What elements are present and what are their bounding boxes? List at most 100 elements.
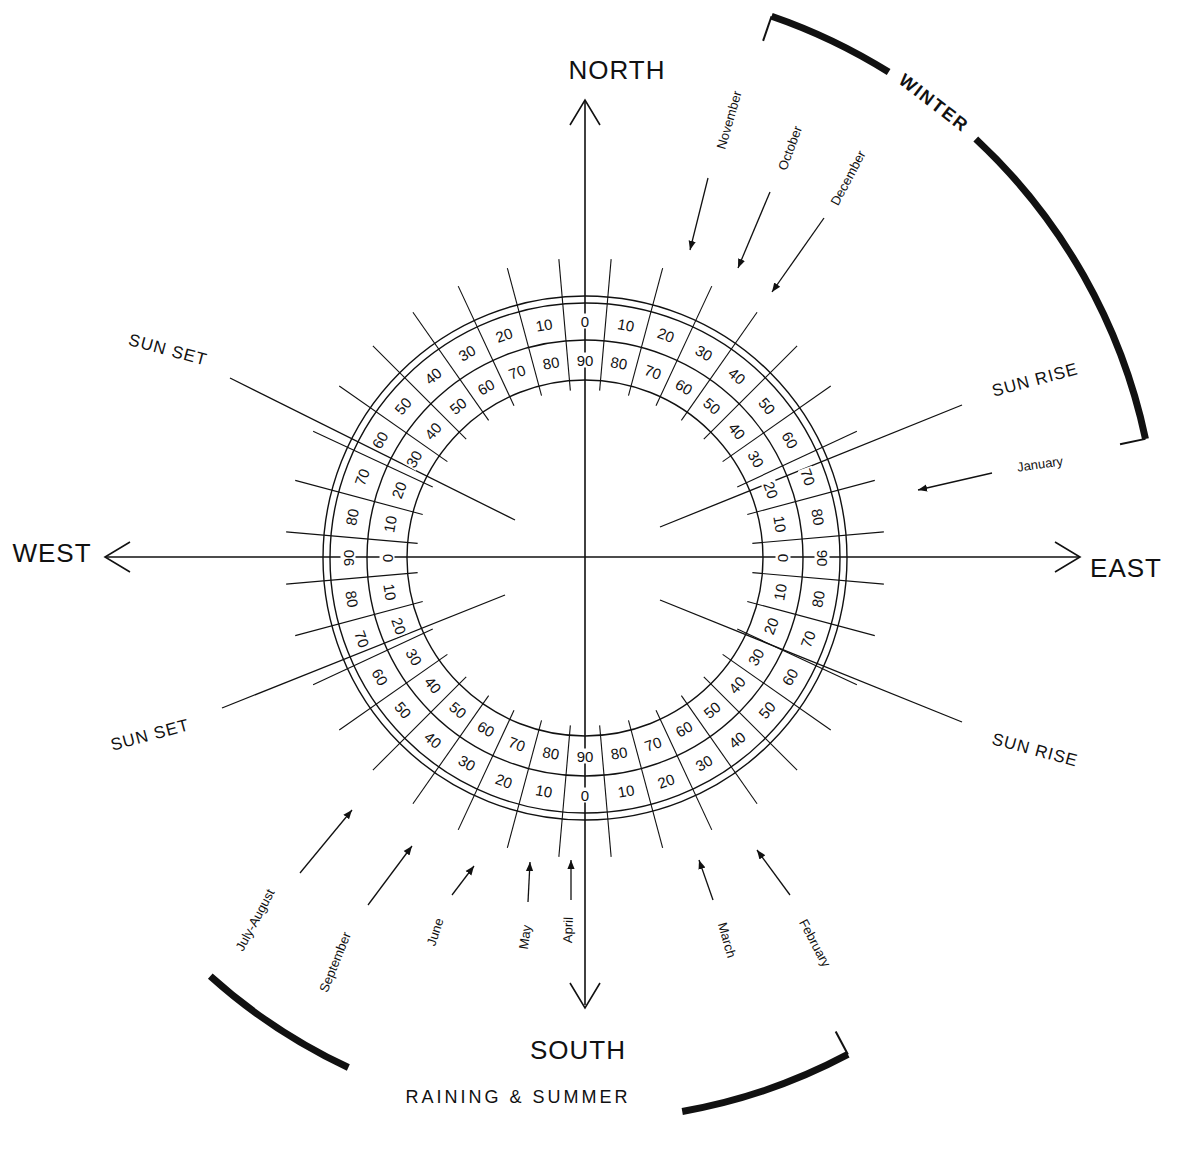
compass-arrowhead <box>105 542 130 572</box>
outer-scale-number: 70 <box>797 466 817 489</box>
bearing-tick <box>559 725 571 856</box>
outer-scale-number: 20 <box>493 325 516 345</box>
month-arrow <box>699 860 713 900</box>
outer-scale-number: 40 <box>725 365 749 389</box>
outer-scale-number: 20 <box>655 325 678 345</box>
compass-arrowhead <box>570 100 600 125</box>
outer-scale-number: 80 <box>343 589 361 610</box>
outer-scale-number: 80 <box>809 589 827 610</box>
month-arrow <box>690 178 708 250</box>
compass-label: SOUTH <box>530 1037 626 1063</box>
bearing-tick <box>339 386 447 462</box>
month-label: June <box>424 917 445 948</box>
compass-arrowhead <box>570 983 600 1008</box>
outer-scale-number: 20 <box>493 770 516 790</box>
outer-scale-number: 0 <box>580 314 590 329</box>
inner-scale-number: 70 <box>641 734 664 754</box>
inner-scale-number: 20 <box>761 479 781 502</box>
month-label: March <box>716 921 738 959</box>
month-arrow <box>738 192 770 268</box>
compass-axis <box>105 556 1080 558</box>
inner-scale-number: 80 <box>609 354 630 372</box>
outer-scale-number: 70 <box>352 466 372 489</box>
month-label: April <box>561 917 575 943</box>
outer-scale-number: 90 <box>341 549 356 568</box>
month-label: September <box>317 930 353 994</box>
month-arrow <box>772 218 824 292</box>
month-arrow <box>757 850 790 895</box>
bearing-tick <box>373 346 466 439</box>
outer-scale-number: 50 <box>755 394 779 418</box>
inner-scale-number: 20 <box>389 479 409 502</box>
inner-scale-number: 90 <box>576 353 595 368</box>
outer-scale-number: 20 <box>655 770 678 790</box>
bearing-tick <box>704 346 797 439</box>
bearing-tick <box>600 725 612 856</box>
inner-scale-number: 60 <box>474 718 498 740</box>
month-arrow <box>918 473 992 490</box>
bearing-tick <box>600 259 612 390</box>
bearing-tick <box>413 312 489 420</box>
inner-scale-number: 80 <box>540 744 561 762</box>
inner-scale-number: 30 <box>402 645 424 669</box>
outer-scale-number: 50 <box>755 698 779 722</box>
inner-scale-number: 40 <box>422 419 446 443</box>
outer-scale-number: 40 <box>421 728 445 752</box>
bearing-tick <box>752 573 883 585</box>
inner-scale-number: 10 <box>381 582 399 603</box>
inner-scale-number: 20 <box>761 614 781 637</box>
bearing-tick <box>413 696 489 804</box>
outer-scale-number: 40 <box>421 365 445 389</box>
month-label: December <box>828 148 868 207</box>
month-label: October <box>776 124 804 172</box>
compass-label: EAST <box>1090 555 1162 581</box>
inner-scale-number: 60 <box>672 718 696 740</box>
bearing-tick <box>286 573 417 585</box>
inner-scale-number: 40 <box>422 673 446 697</box>
outer-scale-number: 10 <box>616 316 637 334</box>
sun-ray-line <box>230 378 515 520</box>
season-band <box>973 136 1149 439</box>
inner-scale-number: 30 <box>745 447 767 471</box>
outer-scale-number: 30 <box>455 342 479 364</box>
outer-scale-number: 70 <box>797 628 817 651</box>
month-arrow <box>368 846 412 905</box>
outer-scale-number: 80 <box>343 506 361 527</box>
inner-scale-number: 0 <box>380 553 395 563</box>
bearing-tick <box>704 677 797 770</box>
inner-scale-number: 10 <box>381 513 399 534</box>
sun-rise-label: SUN RISE <box>990 360 1080 399</box>
bearing-tick <box>752 532 883 544</box>
month-label: November <box>714 89 743 150</box>
band-end-hook <box>1120 439 1145 444</box>
outer-scale-number: 30 <box>455 752 479 774</box>
inner-scale-number: 40 <box>725 419 749 443</box>
bearing-tick <box>339 654 447 730</box>
inner-scale-number: 50 <box>700 395 724 419</box>
outer-scale-number: 60 <box>779 428 801 452</box>
season-label: WINTER <box>896 71 973 136</box>
band-end-hook <box>763 16 771 41</box>
inner-scale-number: 30 <box>745 645 767 669</box>
outer-scale-number: 0 <box>580 788 590 803</box>
sun-set-label: SUN SET <box>127 331 209 368</box>
compass-label: WEST <box>12 540 91 566</box>
month-label: January <box>1016 454 1064 473</box>
inner-scale-number: 50 <box>700 698 724 722</box>
inner-scale-number: 70 <box>641 362 664 382</box>
season-band <box>682 1051 850 1115</box>
bearing-tick <box>723 386 831 462</box>
outer-scale-number: 60 <box>369 428 391 452</box>
outer-scale-number: 50 <box>392 698 416 722</box>
outer-scale-number: 10 <box>533 782 554 800</box>
outer-scale-number: 90 <box>815 549 830 568</box>
month-arrow <box>300 810 352 873</box>
compass-arrowhead <box>1055 542 1080 572</box>
inner-scale-number: 20 <box>389 614 409 637</box>
outer-scale-number: 30 <box>692 752 716 774</box>
bearing-tick <box>681 696 757 804</box>
inner-scale-number: 10 <box>771 513 789 534</box>
sun-rise-label: SUN RISE <box>990 730 1080 769</box>
